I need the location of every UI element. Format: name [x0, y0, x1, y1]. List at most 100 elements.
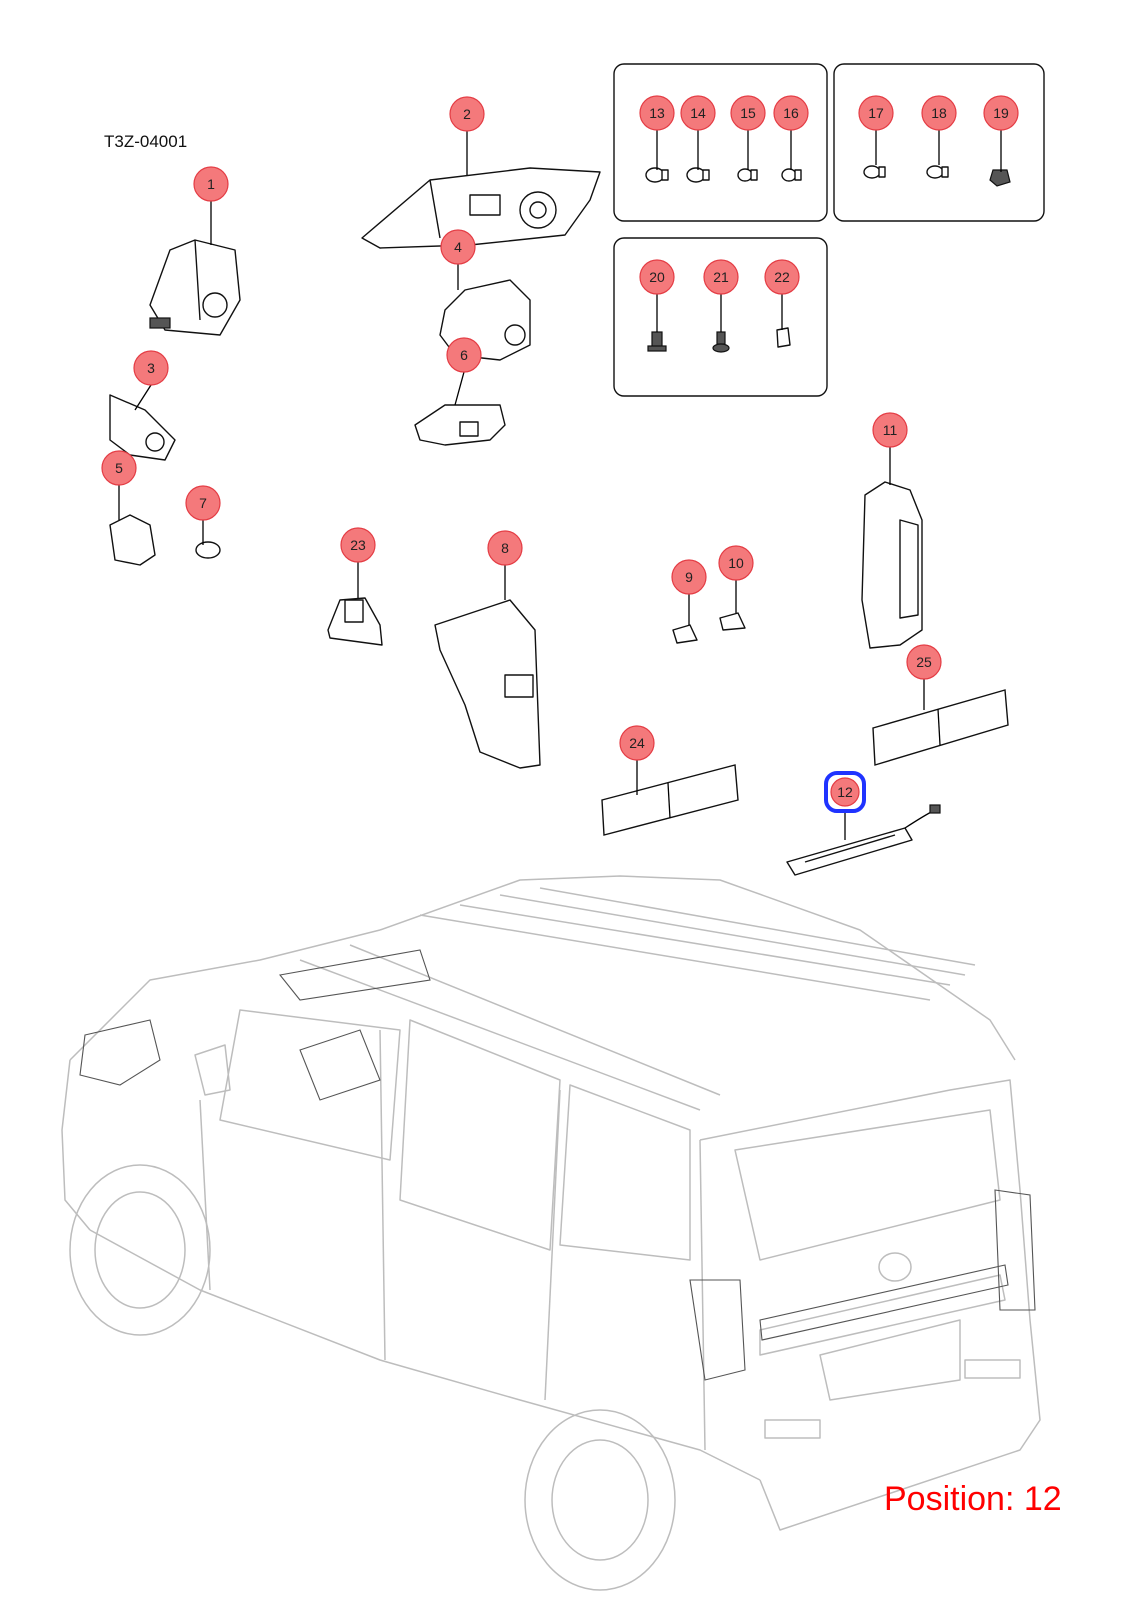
callout-4[interactable]: 4: [440, 229, 476, 290]
callout-21-circle: [703, 259, 739, 295]
callout-17-circle: [858, 95, 894, 131]
callout-16[interactable]: 16: [773, 95, 809, 170]
callout-1[interactable]: 1: [193, 166, 229, 245]
part-7-cap: [195, 541, 221, 559]
callout-7-circle: [185, 485, 221, 521]
callout-9[interactable]: 9: [671, 559, 707, 625]
part-9-lamp: [672, 624, 698, 644]
callout-16-label: 16: [783, 105, 799, 121]
part-1-headlamp-adjuster: [149, 239, 241, 336]
callout-17-label: 17: [868, 105, 884, 121]
selected-callout-ring: [824, 771, 866, 813]
screw-21: [712, 331, 730, 353]
callout-3-circle: [133, 350, 169, 386]
callout-25[interactable]: 25: [906, 644, 942, 710]
callout-25-label: 25: [916, 654, 932, 670]
callout-24-label: 24: [629, 735, 645, 751]
callout-8[interactable]: 8: [487, 530, 523, 600]
callout-20-label: 20: [649, 269, 665, 285]
callout-18-label: 18: [931, 105, 947, 121]
callout-13-circle: [639, 95, 675, 131]
diagram-code: T3Z-04001: [104, 132, 188, 151]
callout-9-label: 9: [685, 569, 693, 585]
bulb-group-box: [613, 63, 828, 222]
callout-20-circle: [639, 259, 675, 295]
callout-5-label: 5: [115, 460, 123, 476]
clip-19: [989, 169, 1011, 187]
callout-1-label: 1: [207, 176, 215, 192]
callout-12-circle: [830, 777, 860, 807]
callout-14[interactable]: 14: [680, 95, 716, 170]
callout-11-circle: [872, 412, 908, 448]
callout-6-leader: [454, 371, 465, 406]
callout-14-circle: [680, 95, 716, 131]
callout-4-label: 4: [454, 239, 462, 255]
callout-3-label: 3: [147, 360, 155, 376]
callout-5[interactable]: 5: [101, 450, 137, 520]
callout-12-label: 12: [837, 784, 853, 800]
callout-21[interactable]: 21: [703, 259, 739, 332]
callout-19-circle: [983, 95, 1019, 131]
callout-25-circle: [906, 644, 942, 680]
callout-5-circle: [101, 450, 137, 486]
callout-11[interactable]: 11: [872, 412, 908, 485]
callout-10-label: 10: [728, 555, 744, 571]
part-2-headlamp-assembly: [361, 167, 601, 249]
bulb-14: [686, 167, 710, 183]
callout-18-circle: [921, 95, 957, 131]
bulb-16: [781, 168, 802, 182]
callout-19-label: 19: [993, 105, 1009, 121]
callout-19[interactable]: 19: [983, 95, 1019, 172]
callout-17[interactable]: 17: [858, 95, 894, 165]
bulb-15: [737, 168, 758, 182]
callout-3[interactable]: 3: [133, 350, 169, 411]
callout-24-circle: [619, 725, 655, 761]
callout-15-label: 15: [740, 105, 756, 121]
callout-6[interactable]: 6: [446, 337, 482, 406]
callout-2[interactable]: 2: [449, 96, 485, 175]
callout-23-label: 23: [350, 537, 366, 553]
callout-6-circle: [446, 337, 482, 373]
bulb-17: [863, 165, 886, 179]
callout-8-circle: [487, 530, 523, 566]
part-25-label: [872, 689, 1009, 766]
part-8-tail-lamp: [434, 599, 541, 769]
part-11-rear-combination-lamp: [861, 481, 923, 649]
callout-23-circle: [340, 527, 376, 563]
part-12-high-mount-stop-lamp: [786, 804, 941, 876]
bulb-13: [645, 167, 669, 183]
part-24-label: [601, 764, 739, 836]
callout-9-circle: [671, 559, 707, 595]
callout-12[interactable]: 12: [824, 771, 866, 840]
callout-11-label: 11: [883, 422, 898, 438]
callout-18[interactable]: 18: [921, 95, 957, 165]
callout-23[interactable]: 23: [340, 527, 376, 598]
callout-7-label: 7: [199, 495, 207, 511]
callout-15-circle: [730, 95, 766, 131]
callout-4-circle: [440, 229, 476, 265]
callout-20[interactable]: 20: [639, 259, 675, 332]
part-10-lamp: [719, 612, 746, 631]
clip-22: [776, 327, 791, 348]
callout-10[interactable]: 10: [718, 545, 754, 613]
vehicle-headlamp-detail: [79, 949, 1036, 1381]
callout-24[interactable]: 24: [619, 725, 655, 795]
callout-15[interactable]: 15: [730, 95, 766, 170]
callout-6-label: 6: [460, 347, 468, 363]
callout-3-leader: [134, 384, 152, 411]
callout-2-circle: [449, 96, 485, 132]
callout-2-label: 2: [463, 106, 471, 122]
vehicle-outline: [61, 875, 1041, 1591]
part-3-fog-lamp: [109, 394, 176, 461]
callout-8-label: 8: [501, 540, 509, 556]
position-label: Position: 12: [884, 1480, 1062, 1518]
part-5-ballast: [109, 514, 156, 566]
part-23-license-lamp: [327, 597, 383, 646]
callout-7[interactable]: 7: [185, 485, 221, 545]
callout-22-label: 22: [774, 269, 790, 285]
callout-13[interactable]: 13: [639, 95, 675, 170]
callout-22[interactable]: 22: [764, 259, 800, 330]
bulb-18: [926, 165, 949, 179]
callout-21-label: 21: [713, 269, 729, 285]
